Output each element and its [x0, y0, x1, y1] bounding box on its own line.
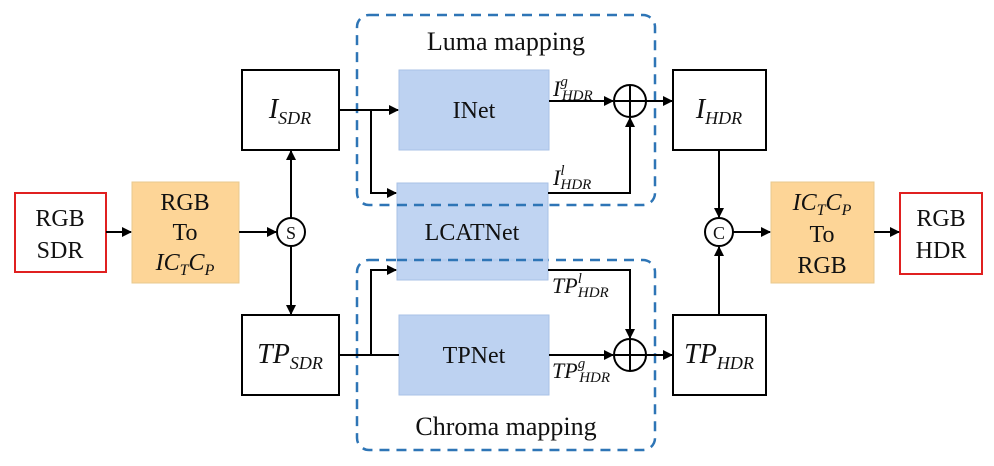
tpnet-label: TPNet [443, 343, 506, 369]
i-sdr-label: ISDR [268, 94, 311, 128]
rgb-hdr-line2: HDR [916, 238, 967, 264]
concat-node-label: C [713, 223, 725, 243]
rgb-to-ictcp-line3: ICTCP [155, 250, 215, 279]
split-node-label: S [286, 223, 296, 243]
inet-label: INet [453, 98, 496, 124]
ictcp-to-rgb-line3: RGB [797, 253, 846, 279]
add-node-luma [613, 84, 647, 118]
tp-hdr-box [672, 314, 767, 396]
tp-sdr-box [241, 314, 340, 396]
ictcp-to-rgb-line1: ICTCP [792, 190, 852, 219]
i-hdr-box [672, 69, 767, 151]
rgb-to-ictcp-line1: RGB [160, 190, 209, 216]
lcatnet-label: LCATNet [425, 220, 520, 246]
luma-mapping-label: Luma mapping [427, 27, 585, 56]
chroma-mapping-label: Chroma mapping [415, 412, 596, 441]
rgb-sdr-line1: RGB [35, 206, 84, 232]
edge-tp-sdr-to-lcatnet [370, 265, 397, 355]
edge-lcatnet-to-add-chroma [548, 269, 635, 339]
tp-sdr-label: TPSDR [257, 339, 323, 373]
rgb-to-ictcp-box [131, 181, 240, 284]
ictcp-to-rgb-line2: To [810, 222, 835, 248]
rgb-to-ictcp-line2: To [173, 220, 198, 246]
rgb-hdr-output-box [899, 192, 983, 275]
rgb-sdr-line2: SDR [37, 238, 84, 264]
i-hdr-label: IHDR [695, 94, 742, 128]
inet-box [398, 69, 550, 151]
rgb-hdr-line1: RGB [916, 206, 965, 232]
ictcp-to-rgb-box [770, 181, 875, 284]
add-node-chroma [613, 338, 647, 372]
tp-hdr-label: TPHDR [684, 339, 754, 373]
edge-i-sdr-to-lcatnet [370, 110, 397, 198]
lcatnet-box [396, 182, 549, 281]
edge-lcatnet-to-add-luma [548, 117, 635, 194]
